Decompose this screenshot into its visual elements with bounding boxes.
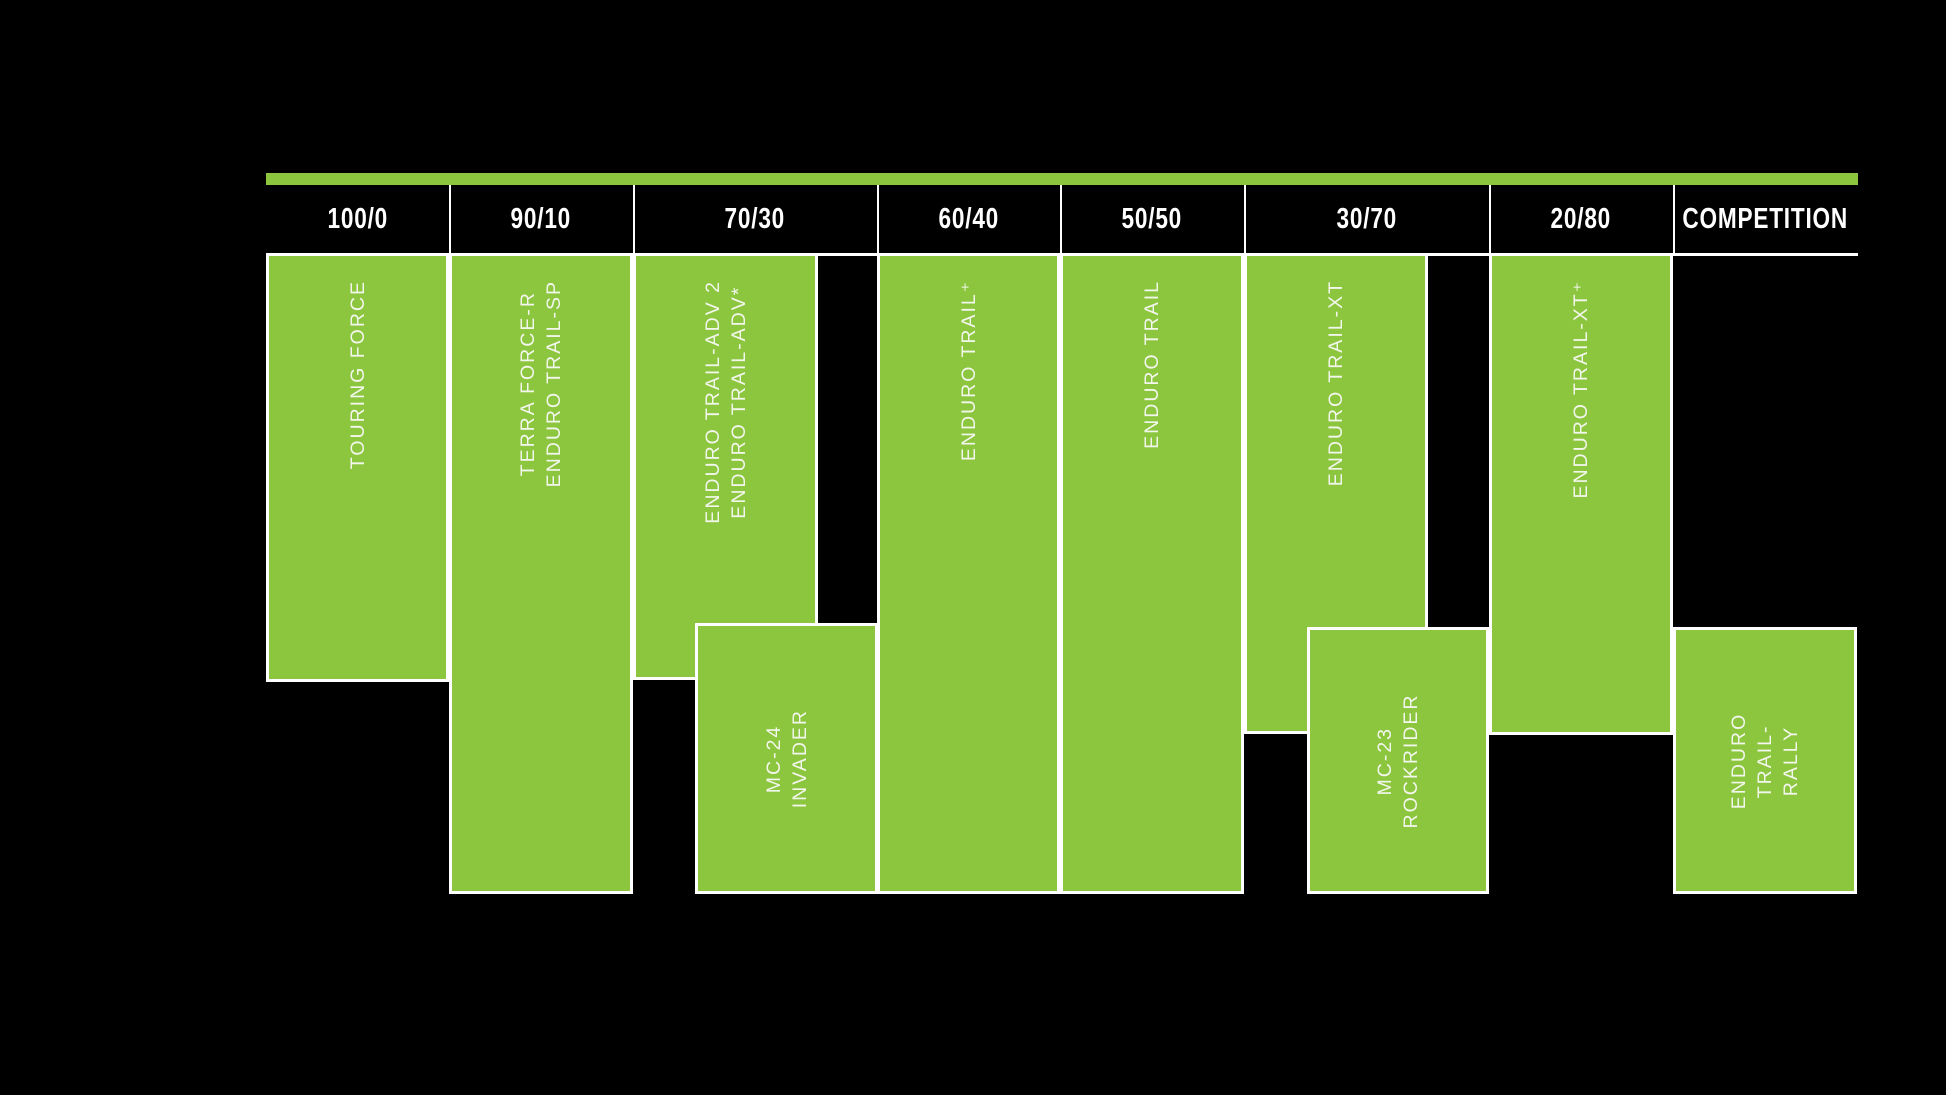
product-label-enduro-trail-adv: ENDURO TRAIL-ADV 2 ENDURO TRAIL-ADV*	[701, 280, 750, 524]
header-divider	[1244, 185, 1246, 255]
product-label-enduro-trail-plus: ENDURO TRAIL⁺	[957, 280, 980, 462]
ratio-header-label: 70/30	[724, 202, 786, 235]
product-label-enduro-trail-rally: ENDURO TRAIL-RALLY	[1728, 712, 1802, 809]
ratio-header-30-70: 30/70	[1244, 185, 1489, 253]
header-divider	[877, 185, 879, 255]
ratio-header-label: 60/40	[938, 202, 999, 235]
product-label-mc-24-invader: MC-24 INVADER	[762, 708, 811, 809]
product-block-mc-23-rockrider: MC-23 ROCKRIDER	[1307, 627, 1489, 894]
product-block-enduro-trail: ENDURO TRAIL	[1060, 253, 1244, 894]
header-divider	[1489, 185, 1491, 255]
product-block-enduro-trail-xt-plus: ENDURO TRAIL-XT⁺	[1489, 253, 1673, 735]
product-label-terra-force-r: TERRA FORCE-R ENDURO TRAIL-SP	[517, 280, 565, 488]
ratio-header-70-30: 70/30	[633, 185, 877, 253]
product-label-touring-force: TOURING FORCE	[346, 280, 369, 470]
ratio-header-60-40: 60/40	[877, 185, 1060, 253]
ratio-header-label: COMPETITION	[1682, 202, 1848, 235]
header-divider	[449, 185, 451, 255]
product-label-enduro-trail-xt-plus: ENDURO TRAIL-XT⁺	[1570, 280, 1592, 499]
header-divider	[1060, 185, 1062, 255]
ratio-header-label: 50/50	[1121, 202, 1183, 235]
product-block-enduro-trail-adv: ENDURO TRAIL-ADV 2 ENDURO TRAIL-ADV*	[633, 253, 818, 680]
product-block-touring-force: TOURING FORCE	[266, 253, 449, 682]
ratio-header-label: 30/70	[1336, 202, 1397, 235]
product-block-mc-24-invader: MC-24 INVADER	[695, 623, 878, 894]
ratio-header-label: 20/80	[1550, 202, 1612, 235]
product-label-enduro-trail-xt: ENDURO TRAIL-XT	[1325, 280, 1347, 487]
ratio-header-100-0: 100/0	[266, 185, 449, 253]
product-block-enduro-trail-plus: ENDURO TRAIL⁺	[877, 253, 1060, 894]
product-label-enduro-trail: ENDURO TRAIL	[1141, 280, 1163, 449]
header-divider	[1673, 185, 1675, 255]
ratio-header-90-10: 90/10	[449, 185, 633, 253]
ratio-header-50-50: 50/50	[1060, 185, 1244, 253]
header-divider	[633, 185, 635, 255]
ratio-header-competition: COMPETITION	[1673, 185, 1857, 253]
product-block-terra-force-r: TERRA FORCE-R ENDURO TRAIL-SP	[449, 253, 633, 894]
product-label-mc-23-rockrider: MC-23 ROCKRIDER	[1374, 692, 1422, 828]
spectrum-bar	[266, 173, 1858, 185]
ratio-header-label: 100/0	[327, 202, 388, 235]
product-block-enduro-trail-rally: ENDURO TRAIL-RALLY	[1673, 627, 1857, 894]
ratio-header-20-80: 20/80	[1489, 185, 1673, 253]
ratio-header-label: 90/10	[510, 202, 572, 235]
